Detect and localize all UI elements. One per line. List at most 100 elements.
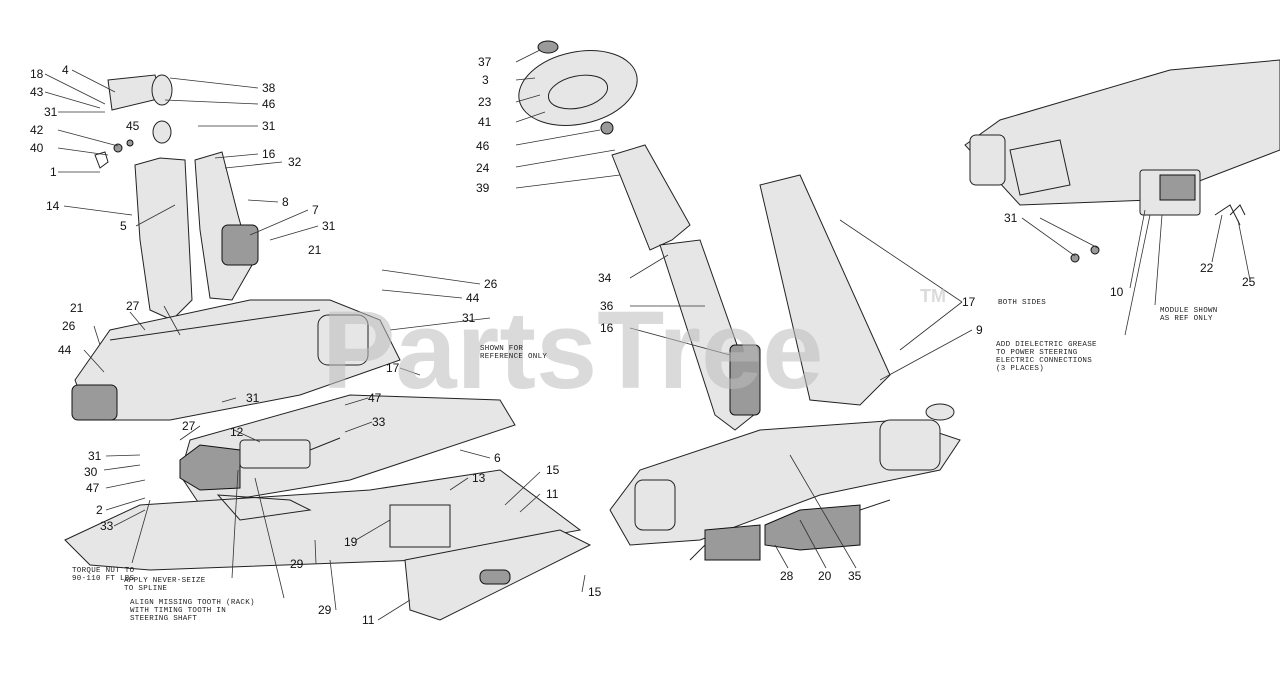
callout-label: 5 xyxy=(120,219,127,233)
rack-housing xyxy=(239,439,311,469)
nut xyxy=(113,143,123,153)
callout-label: 3 xyxy=(482,73,489,87)
column-shroud xyxy=(611,144,691,251)
callout-label: 27 xyxy=(182,419,196,433)
right-assembly xyxy=(964,59,1280,263)
note-torque-line2: 90-110 FT LBS xyxy=(72,575,135,583)
callout-label: 26 xyxy=(62,319,76,333)
frame-hub xyxy=(969,134,1006,186)
watermark: PartsTree TM xyxy=(322,286,946,412)
rack-bellows-left xyxy=(179,444,241,491)
callout-label: 31 xyxy=(322,219,336,233)
callout-label: 33 xyxy=(372,415,386,429)
callout-label: 23 xyxy=(478,95,492,109)
lower-frame-plate xyxy=(64,469,582,571)
top-washer xyxy=(151,74,173,106)
note-module-line1: MODULE SHOWN xyxy=(1160,307,1218,315)
callout-label: 29 xyxy=(318,603,332,617)
callout-label: 25 xyxy=(1242,275,1256,289)
note-module-line2: AS REF ONLY xyxy=(1160,315,1213,323)
callout-label: 1 xyxy=(50,165,57,179)
watermark-trademark: TM xyxy=(920,286,946,306)
rack-bellows-right xyxy=(764,504,861,551)
steering-wheel xyxy=(518,50,638,126)
callout-label: 19 xyxy=(344,535,358,549)
callout-label: 6 xyxy=(494,451,501,465)
spindle-housing xyxy=(317,314,369,366)
clip-right xyxy=(1214,204,1241,226)
frame-bracket xyxy=(1009,139,1071,196)
note-align-line3: STEERING SHAFT xyxy=(130,615,197,623)
callout-label: 30 xyxy=(84,465,98,479)
column-joint xyxy=(729,344,761,416)
callout-label: 11 xyxy=(362,613,375,627)
callout-label: 44 xyxy=(58,343,72,357)
frame-corner xyxy=(964,59,1280,206)
leader-lines xyxy=(44,49,1251,621)
callout-label: 43 xyxy=(30,85,44,99)
callout-label: 15 xyxy=(546,463,560,477)
callout-label: 21 xyxy=(308,243,322,257)
callout-label: 2 xyxy=(96,503,103,517)
tie-rod xyxy=(309,437,341,451)
callout-label: 28 xyxy=(780,569,794,583)
callout-label: 15 xyxy=(588,585,602,599)
note-both-sides: BOTH SIDES xyxy=(998,299,1046,307)
note-shown-line1: SHOWN FOR xyxy=(480,345,523,353)
rack-bellows-mid xyxy=(704,524,761,561)
callout-label: 16 xyxy=(262,147,276,161)
note-align-line1: ALIGN MISSING TOOTH (RACK) xyxy=(130,599,255,607)
arm-link xyxy=(216,494,312,521)
note-seize-line1: APPLY NEVER-SEIZE xyxy=(124,577,206,585)
column-gearbox xyxy=(221,224,259,266)
callout-label: 31 xyxy=(246,391,260,405)
note-seize-line2: TO SPLINE xyxy=(124,585,167,593)
note-grease-line3: ELECTRIC CONNECTIONS xyxy=(996,357,1092,365)
callout-label: 26 xyxy=(484,277,498,291)
center-assembly xyxy=(518,40,961,561)
column-bracket-plate xyxy=(134,157,193,321)
callout-label: 44 xyxy=(466,291,480,305)
right-spindle xyxy=(879,419,941,471)
callout-label: 40 xyxy=(30,141,44,155)
callout-label: 13 xyxy=(472,471,486,485)
callout-label: 47 xyxy=(86,481,100,495)
right-frame-rail xyxy=(609,419,961,546)
callout-label: 31 xyxy=(1004,211,1018,225)
callout-label: 42 xyxy=(30,123,44,137)
callout-label: 7 xyxy=(312,203,319,217)
callout-label: 36 xyxy=(600,299,614,313)
callout-label: 31 xyxy=(88,449,102,463)
bolt-right-2 xyxy=(1070,253,1080,263)
callout-label: 45 xyxy=(126,119,140,133)
bolt-right xyxy=(1090,245,1100,255)
callout-label: 38 xyxy=(262,81,276,95)
rack-bracket xyxy=(389,504,451,548)
mid-washer xyxy=(152,120,172,144)
skid-slot xyxy=(479,569,511,585)
callout-label: 9 xyxy=(976,323,983,337)
callout-label: 31 xyxy=(462,311,476,325)
rail-edge xyxy=(109,309,321,341)
callout-label: 46 xyxy=(476,139,490,153)
note-grease-line1: ADD DIELECTRIC GREASE xyxy=(996,341,1097,349)
callout-label: 29 xyxy=(290,557,304,571)
callout-label: 14 xyxy=(46,199,60,213)
callout-label: 16 xyxy=(600,321,614,335)
callout-label: 27 xyxy=(126,299,140,313)
callout-label: 20 xyxy=(818,569,832,583)
wheel-cap xyxy=(537,40,559,54)
module-connector xyxy=(1159,174,1196,201)
watermark-text: PartsTree xyxy=(322,289,823,412)
wheel-nut xyxy=(600,121,614,135)
note-grease-line4: (3 PLACES) xyxy=(996,365,1044,373)
assembly-notes: TORQUE NUT TO 90-110 FT LBS APPLY NEVER-… xyxy=(72,299,1218,623)
wheel-hub xyxy=(547,74,609,110)
callout-label: 33 xyxy=(100,519,114,533)
callout-label: 4 xyxy=(62,63,69,77)
callout-label: 11 xyxy=(546,487,559,501)
callout-label: 35 xyxy=(848,569,862,583)
callout-label: 31 xyxy=(44,105,58,119)
note-shown-line2: REFERENCE ONLY xyxy=(480,353,547,361)
